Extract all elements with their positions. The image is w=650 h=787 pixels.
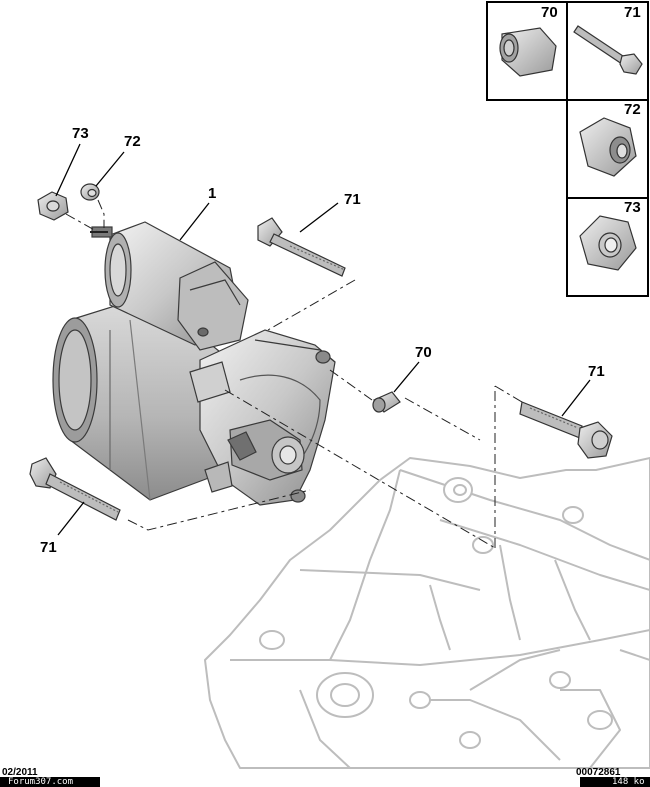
callout-70: 70 — [415, 344, 432, 361]
legend-label-73: 73 — [624, 199, 641, 216]
footer-right-bar — [580, 777, 650, 787]
callout-73: 73 — [72, 125, 89, 142]
callout-71-top: 71 — [344, 191, 361, 208]
legend-label-71: 71 — [624, 4, 641, 21]
bolt-icon — [573, 25, 643, 75]
footer-date: 02/2011 — [2, 767, 38, 778]
nut-72 — [80, 183, 100, 201]
footer-reference: 00072861 — [576, 767, 621, 778]
bolt-71-left — [29, 457, 121, 521]
footer-left-bar — [0, 777, 100, 787]
callout-71-right: 71 — [588, 363, 605, 380]
dowel-70 — [372, 391, 401, 413]
nut-73 — [37, 191, 69, 221]
dowel-icon — [499, 27, 557, 77]
hex-nut-icon — [579, 215, 637, 271]
callout-72: 72 — [124, 133, 141, 150]
starter-motor-1 — [52, 221, 336, 506]
leader-lines — [55, 143, 591, 536]
bolt-71-right — [519, 401, 613, 459]
assembly-lines — [65, 199, 523, 549]
parts-legend: 70 71 72 73 — [486, 1, 649, 297]
legend-label-72: 72 — [624, 101, 641, 118]
bolt-71-top — [257, 217, 346, 277]
flange-nut-icon — [579, 117, 637, 177]
callout-71-left: 71 — [40, 539, 57, 556]
gearbox-housing — [204, 457, 650, 769]
legend-label-70: 70 — [541, 4, 558, 21]
footer-watermark: Forum307.com — [8, 777, 74, 787]
footer-file-size: 148 ko — [612, 777, 645, 787]
callout-1: 1 — [208, 185, 216, 202]
